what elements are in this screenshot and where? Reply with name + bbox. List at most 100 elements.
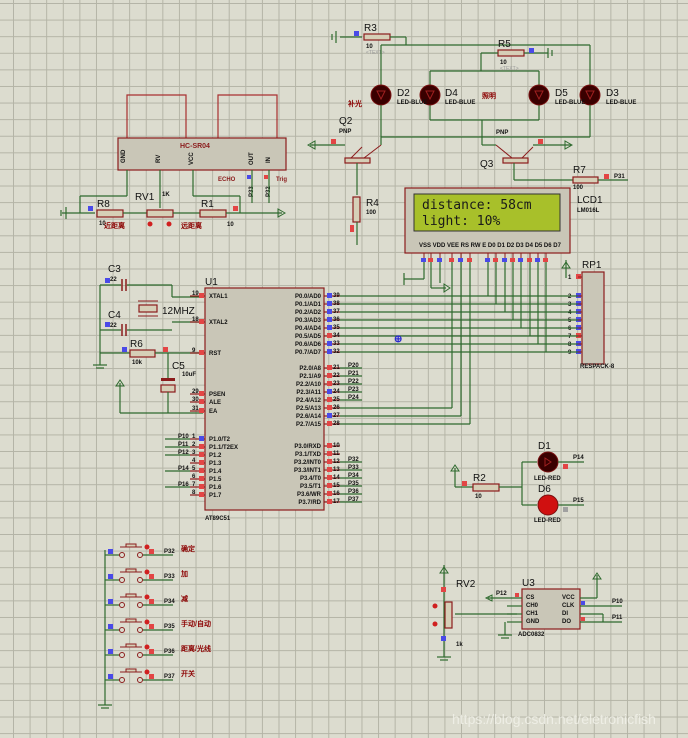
lcd-pin[interactable] xyxy=(428,258,433,262)
resistor-r7[interactable] xyxy=(572,176,599,184)
lcd-pin[interactable] xyxy=(458,258,463,262)
sensor-resistor-network: R8 10 RV1 1K R1 10 近距离 远距离 xyxy=(60,192,287,230)
led-d4[interactable] xyxy=(419,84,441,106)
resistor-r6[interactable] xyxy=(129,349,156,358)
mcu-at89c51[interactable]: U1 AT89C51 xyxy=(204,277,325,522)
pin[interactable] xyxy=(529,48,534,53)
adc-adc0832[interactable] xyxy=(521,588,581,630)
lcd-pin[interactable] xyxy=(449,258,454,262)
lcd-pin[interactable] xyxy=(543,258,548,262)
resistor-r5[interactable] xyxy=(497,49,525,57)
resistor-r3[interactable] xyxy=(363,33,391,41)
lcd-lm016l[interactable]: distance: 58cm light: 10% VSS VDD VEE RS… xyxy=(404,187,603,254)
lcd-pin[interactable] xyxy=(510,258,515,262)
lcd-pin[interactable] xyxy=(467,258,472,262)
lcd-line-1: distance: 58cm xyxy=(422,198,532,213)
svg-text:27: 27 xyxy=(333,413,340,419)
svg-text:15: 15 xyxy=(333,483,340,489)
lcd-pin[interactable] xyxy=(493,258,498,262)
svg-text:38: 38 xyxy=(333,301,340,307)
led-d2[interactable] xyxy=(370,84,392,106)
led-d5[interactable] xyxy=(528,84,550,106)
potentiometer-rv1[interactable] xyxy=(146,209,174,218)
resistor-r8[interactable] xyxy=(96,209,124,218)
lcd-pin[interactable] xyxy=(421,258,426,262)
transistor-q3[interactable] xyxy=(502,157,529,164)
svg-text:P0.0/AD0: P0.0/AD0 xyxy=(295,294,322,300)
probe-marker[interactable]: ⊕ xyxy=(394,334,402,345)
svg-text:29: 29 xyxy=(192,389,199,395)
lcd-pin[interactable] xyxy=(535,258,540,262)
resistor-r4[interactable] xyxy=(352,196,361,223)
resistor-r2[interactable] xyxy=(472,483,500,492)
led-d1[interactable] xyxy=(537,451,559,473)
resistor-pack-rp1[interactable]: RP1 RESPACK-8 xyxy=(561,260,615,370)
lcd-pin[interactable] xyxy=(502,258,507,262)
crystal-12mhz[interactable] xyxy=(138,304,158,313)
lcd-pin[interactable] xyxy=(527,258,532,262)
lcd-pin[interactable] xyxy=(518,258,523,262)
transistor-q2[interactable] xyxy=(344,157,371,164)
capacitor-c5[interactable] xyxy=(161,378,175,381)
svg-text:12MHZ: 12MHZ xyxy=(162,306,195,317)
lcd-pin[interactable] xyxy=(437,258,442,262)
resistor-r1[interactable] xyxy=(199,209,227,218)
svg-text:CLK: CLK xyxy=(562,603,575,609)
ultrasonic-sensor-hc-sr04[interactable]: HC-SR04 GND RV VCC OUT IN ECHO Trig P33 … xyxy=(79,94,287,213)
svg-text:D6: D6 xyxy=(538,484,551,495)
svg-text:10: 10 xyxy=(333,443,340,449)
lcd-pin[interactable] xyxy=(485,258,490,262)
svg-text:LED-BLUE: LED-BLUE xyxy=(445,100,475,106)
svg-text:P2.7/A15: P2.7/A15 xyxy=(296,422,322,428)
svg-text:P0.2/AD2: P0.2/AD2 xyxy=(295,310,322,316)
potentiometer-rv2[interactable] xyxy=(444,601,453,629)
led-d6[interactable] xyxy=(537,494,559,516)
pin[interactable] xyxy=(354,31,359,36)
